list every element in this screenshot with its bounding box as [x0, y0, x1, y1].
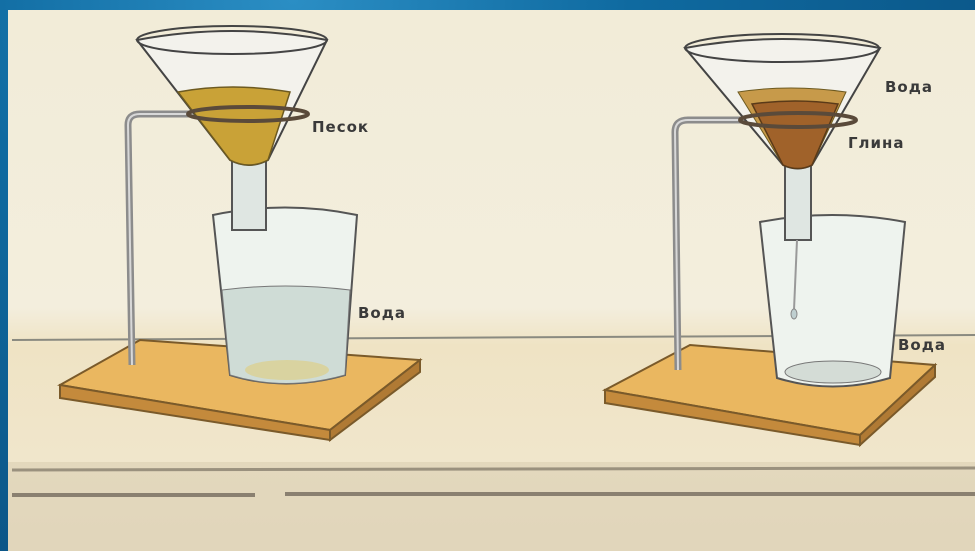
left-water-label: Вода	[358, 304, 406, 322]
left-stand-rod-highlight	[128, 114, 215, 365]
right-stand-rod-highlight	[675, 120, 755, 370]
table-front	[8, 462, 975, 551]
right-stand-rod	[675, 120, 755, 370]
right-water-label: Вода	[898, 336, 946, 354]
right-setup: Вода Глина Вода	[605, 34, 946, 445]
left-setup: Песок Вода	[60, 26, 420, 440]
right-water-drop	[791, 309, 797, 319]
table-front-line	[12, 468, 975, 470]
right-water-top-label: Вода	[885, 78, 933, 96]
left-stand-rod	[128, 114, 215, 365]
right-glass-water	[785, 361, 881, 383]
left-glass-bottom	[245, 360, 329, 380]
right-clay-label: Глина	[848, 134, 905, 152]
left-sand-label: Песок	[312, 118, 369, 136]
left-funnel-sand	[178, 87, 290, 165]
